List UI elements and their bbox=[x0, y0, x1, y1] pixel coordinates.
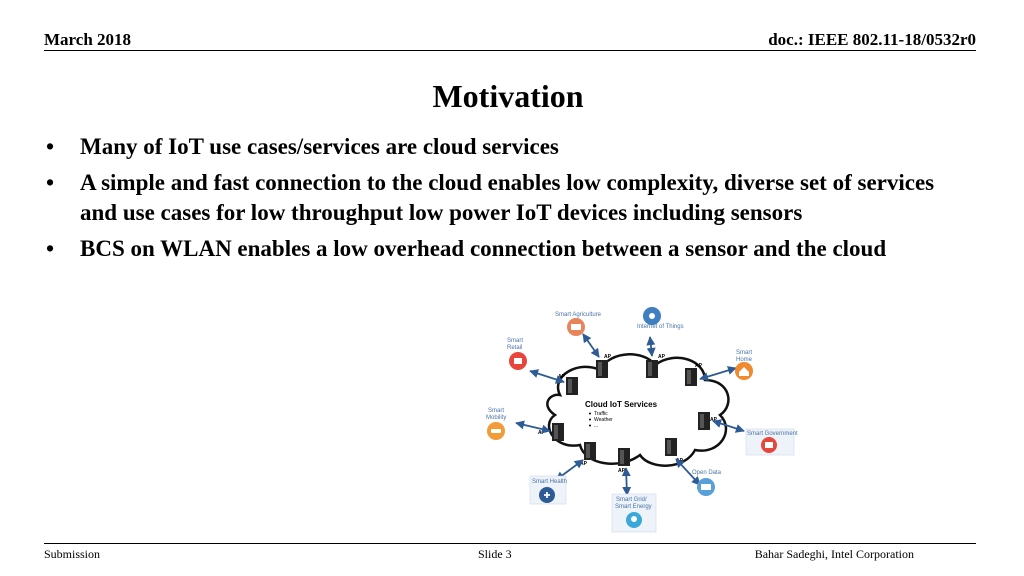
cloud-shape bbox=[546, 353, 730, 467]
cloud-item-bullet bbox=[589, 424, 591, 427]
cloud-item: ... bbox=[594, 423, 598, 429]
smart-home-label: Smart bbox=[736, 350, 752, 356]
connection-arrows bbox=[515, 333, 745, 496]
smart-grid-label: Smart Energy bbox=[615, 504, 652, 510]
bullet-text: Many of IoT use cases/services are cloud… bbox=[80, 134, 559, 159]
access-point-icon: AP bbox=[580, 442, 596, 467]
bullet-item: • A simple and fast connection to the clo… bbox=[44, 168, 974, 228]
bullet-list: • Many of IoT use cases/services are clou… bbox=[44, 132, 974, 270]
cloud-item: Traffic bbox=[594, 411, 608, 417]
smart-mobility-icon bbox=[487, 422, 505, 440]
svg-text:AP: AP bbox=[695, 363, 703, 369]
header-date: March 2018 bbox=[44, 30, 132, 49]
bullet-text: A simple and fast connection to the clou… bbox=[80, 170, 935, 225]
bullet-dot: • bbox=[46, 236, 55, 261]
slide-title: Motivation bbox=[432, 78, 584, 114]
bullet-text: BCS on WLAN enables a low overhead conne… bbox=[80, 236, 887, 261]
footer-submission: Submission bbox=[44, 547, 101, 561]
svg-text:AP: AP bbox=[538, 430, 546, 436]
svg-text:AP: AP bbox=[618, 468, 626, 474]
header-rule bbox=[44, 50, 976, 51]
smart-mobility-label: Mobility bbox=[486, 415, 506, 421]
cloud-iot-diagram: Cloud IoT Services Traffic Weather ... A… bbox=[486, 307, 798, 533]
smart-home-label: Home bbox=[736, 357, 753, 363]
svg-text:AP: AP bbox=[604, 354, 612, 360]
smart-health-label: Smart Health bbox=[532, 479, 567, 485]
bullet-dot: • bbox=[46, 170, 55, 195]
footer-rule bbox=[44, 543, 976, 544]
svg-text:AP: AP bbox=[658, 354, 666, 360]
svg-text:AP: AP bbox=[558, 374, 566, 380]
access-point-icon: AP bbox=[646, 354, 666, 378]
open-data-icon bbox=[697, 478, 715, 496]
footer-author: Bahar Sadeghi, Intel Corporation bbox=[754, 547, 914, 561]
smart-grid-label: Smart Grid/ bbox=[616, 497, 647, 503]
open-data-label: Open Data bbox=[692, 470, 722, 476]
access-point-icon: AP bbox=[685, 363, 703, 386]
internet-of-things-label: Internet of Things bbox=[637, 324, 684, 330]
bullet-item: • Many of IoT use cases/services are clou… bbox=[44, 132, 974, 162]
smart-home-icon bbox=[735, 362, 753, 380]
smart-mobility-label: Smart bbox=[488, 408, 504, 414]
smart-retail-label: Retail bbox=[507, 345, 522, 351]
bullet-dot: • bbox=[46, 134, 55, 159]
cloud-title: Cloud IoT Services bbox=[585, 400, 658, 409]
cloud-item-bullet bbox=[589, 412, 591, 415]
smart-retail-icon bbox=[509, 352, 527, 370]
access-point-icon: AP bbox=[618, 448, 630, 474]
smart-agriculture-icon bbox=[567, 318, 585, 336]
smart-energy-icon bbox=[626, 512, 642, 528]
internet-of-things-icon bbox=[643, 307, 661, 325]
cloud-item: Weather bbox=[594, 417, 613, 423]
smart-health-icon bbox=[539, 487, 555, 503]
bullet-item: • BCS on WLAN enables a low overhead conn… bbox=[44, 234, 974, 264]
smart-retail-label: Smart bbox=[507, 338, 523, 344]
cloud-item-bullet bbox=[589, 418, 591, 421]
access-point-icon: AP bbox=[596, 354, 612, 378]
smart-government-icon bbox=[761, 437, 777, 453]
footer-slide-number: Slide 3 bbox=[478, 547, 512, 561]
smart-government-label: Smart Government bbox=[747, 431, 798, 437]
header-doc-number: doc.: IEEE 802.11-18/0532r0 bbox=[768, 30, 976, 49]
smart-agriculture-label: Smart Agriculture bbox=[555, 312, 602, 318]
svg-text:AP: AP bbox=[580, 461, 588, 467]
